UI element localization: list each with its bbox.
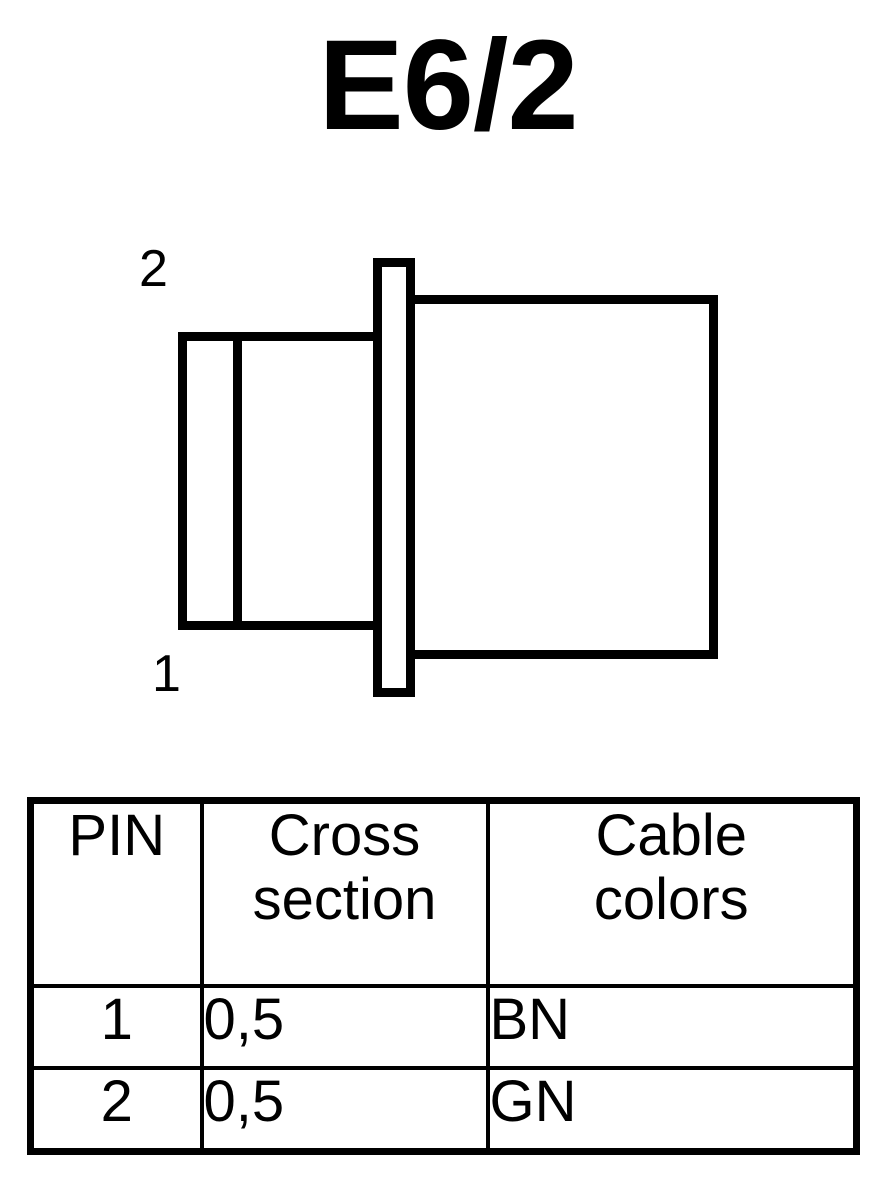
header-cable-colors-line1: Cable [595, 803, 748, 868]
pin-callout-1: 1 [152, 645, 181, 703]
header-pin: PIN [28, 798, 204, 988]
cell-cross-section: 0,5 [199, 1066, 490, 1154]
pin-callout-2: 2 [139, 240, 168, 298]
pin-assignment-table: PIN Cross section Cable colors 1 0,5 BN … [27, 797, 860, 1155]
cell-pin: 2 [28, 1066, 204, 1154]
page-title: E6/2 [318, 14, 578, 157]
header-cable-colors: Cable colors [485, 798, 859, 988]
cell-cable-color: GN [485, 1066, 859, 1154]
table-header-row: PIN Cross section Cable colors [28, 798, 859, 988]
table-row: 1 0,5 BN [28, 984, 859, 1070]
connector-drawing [0, 230, 896, 730]
cell-cross-section: 0,5 [199, 984, 490, 1070]
connector-flange [373, 258, 415, 697]
header-pin-line1: PIN [68, 803, 166, 868]
header-cross-section: Cross section [199, 798, 490, 988]
cell-cable-color: BN [485, 984, 859, 1070]
connector-rear-body [389, 295, 718, 659]
connector-svg [178, 258, 718, 697]
cell-pin: 1 [28, 984, 204, 1070]
header-cross-section-line2: section [252, 866, 437, 932]
header-cable-colors-line2: colors [593, 866, 749, 932]
table-row: 2 0,5 GN [28, 1066, 859, 1154]
connector-front-body [178, 332, 382, 630]
header-cross-section-line1: Cross [268, 803, 421, 868]
